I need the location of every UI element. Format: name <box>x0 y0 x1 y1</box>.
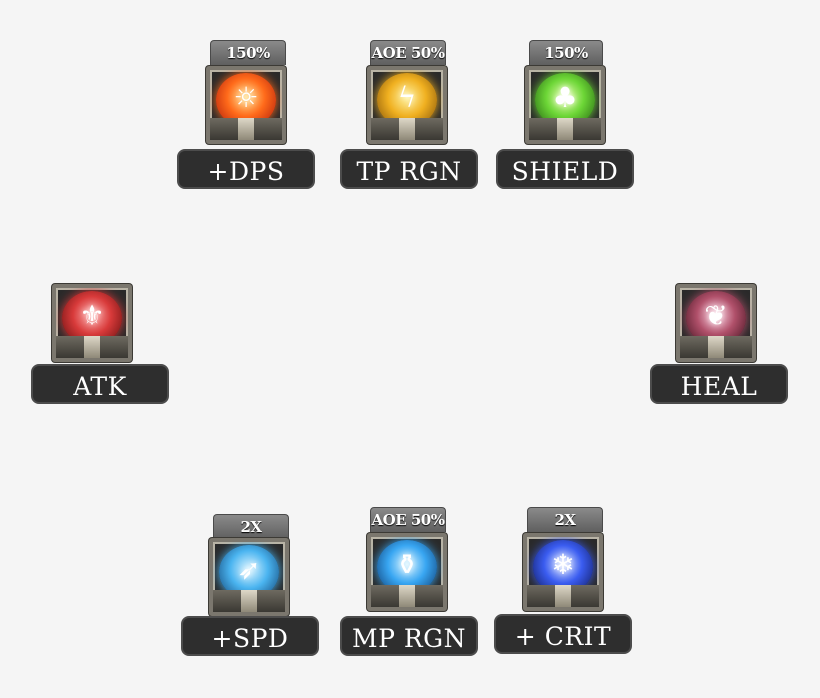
skill-icon-frame[interactable]: ☼ <box>206 66 286 144</box>
sun-burst-icon: ☼ <box>233 81 259 114</box>
skill-label: ATK <box>31 364 169 404</box>
swift-wind-icon: ➶ <box>237 553 261 586</box>
skill-icon-frame[interactable]: ♣ <box>525 66 605 144</box>
skill-icon-frame[interactable]: ⚜ <box>52 284 132 362</box>
skill-badge: AOE 50% <box>370 507 446 532</box>
skill-label: TP RGN <box>340 149 478 189</box>
skill-badge: 2X <box>527 507 603 532</box>
skill-icon-frame[interactable]: ❄ <box>523 533 603 611</box>
skill-label: SHIELD <box>496 149 634 189</box>
skill-label: +SPD <box>181 616 319 656</box>
winged-mask-icon: ❦ <box>704 299 728 332</box>
skill-badge: 150% <box>529 40 603 65</box>
skill-badge: AOE 50% <box>370 40 446 65</box>
skill-badge: 2X <box>213 514 289 539</box>
fleur-de-lis-icon: ⚜ <box>79 299 105 332</box>
skill-icon-frame[interactable]: ❦ <box>676 284 756 362</box>
potion-vase-icon: ⚱ <box>395 548 419 581</box>
skill-label: +DPS <box>177 149 315 189</box>
lightning-bolt-icon: ϟ <box>397 81 417 114</box>
tree-of-life-icon: ♣ <box>552 81 578 114</box>
skill-badge: 150% <box>210 40 286 65</box>
skill-icon-frame[interactable]: ➶ <box>209 538 289 616</box>
snowflake-icon: ❄ <box>551 548 575 581</box>
skill-label: HEAL <box>650 364 788 404</box>
skill-icon-frame[interactable]: ⚱ <box>367 533 447 611</box>
skill-label: MP RGN <box>340 616 478 656</box>
skill-label: + CRIT <box>494 614 632 654</box>
skill-icon-frame[interactable]: ϟ <box>367 66 447 144</box>
